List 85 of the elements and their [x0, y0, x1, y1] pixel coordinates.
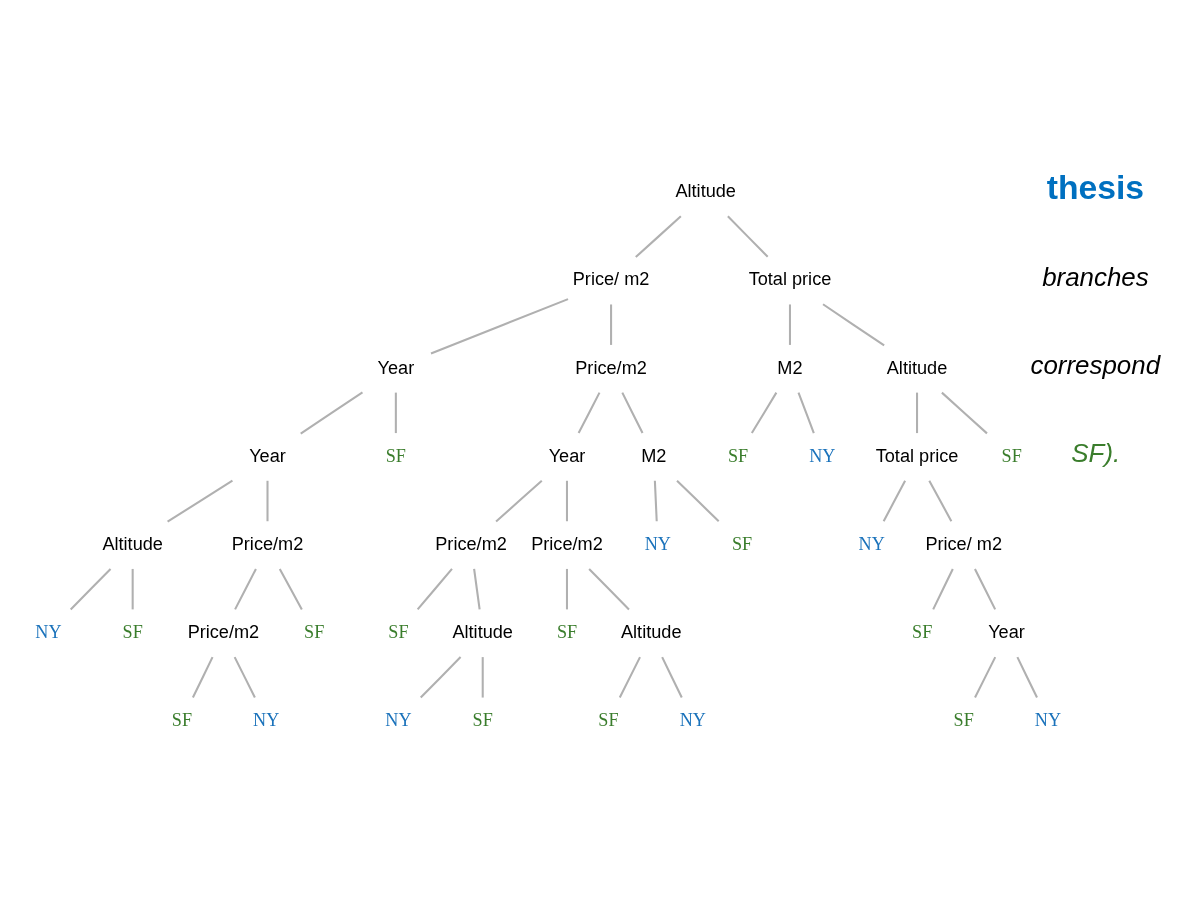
- node-text: SF: [556, 622, 578, 643]
- connector: [788, 304, 791, 345]
- connector: [1016, 656, 1038, 698]
- connector: [610, 304, 613, 345]
- connector: [750, 392, 778, 434]
- connector: [621, 392, 644, 434]
- connector: [577, 392, 601, 434]
- node-text: SF: [472, 710, 493, 731]
- node-text: Altitude: [886, 357, 948, 378]
- connector: [278, 568, 303, 610]
- connector: [676, 480, 720, 522]
- node-text: NY: [1034, 710, 1062, 731]
- connector: [430, 298, 569, 355]
- connector: [588, 568, 630, 611]
- label: thesis: [1046, 168, 1145, 207]
- node-text: Price/m2: [575, 357, 647, 378]
- node-text: Altitude: [452, 622, 513, 643]
- node-text: Price/m2: [531, 533, 603, 554]
- label: correspond: [1030, 351, 1161, 380]
- node-text: SF: [304, 622, 325, 643]
- connector: [234, 568, 257, 610]
- connector: [928, 480, 953, 522]
- label: SF).: [1071, 439, 1121, 468]
- connector: [131, 568, 134, 610]
- node-text: Price/ m2: [925, 533, 1003, 554]
- connector: [618, 656, 641, 699]
- node-text: M2: [777, 357, 803, 378]
- connector: [661, 656, 683, 698]
- connector: [69, 568, 112, 611]
- node-text: Total price: [875, 445, 959, 466]
- connector: [974, 656, 997, 699]
- connector: [565, 568, 569, 610]
- node-text: SF: [912, 622, 933, 643]
- node-text: NY: [644, 533, 671, 554]
- node-text: NY: [809, 445, 836, 466]
- node-text: NY: [858, 533, 885, 554]
- node-text: Price/m2: [435, 533, 507, 554]
- connector: [300, 391, 364, 435]
- connector: [727, 215, 769, 258]
- node-text: SF: [385, 445, 406, 466]
- node-text: NY: [35, 622, 62, 643]
- node-text: SF: [122, 622, 143, 643]
- node-text: SF: [598, 710, 619, 731]
- connector: [822, 303, 885, 347]
- node-text: SF: [953, 710, 974, 731]
- node-text: Year: [988, 622, 1025, 643]
- connector: [266, 480, 269, 522]
- connector: [473, 568, 481, 610]
- connector: [932, 568, 954, 610]
- connector: [191, 656, 214, 698]
- node-text: Year: [548, 445, 586, 466]
- node-text: Altitude: [102, 533, 163, 554]
- label: branches: [1042, 262, 1149, 291]
- node-text: Price/m2: [231, 533, 304, 554]
- connector: [495, 480, 543, 523]
- node-text: Altitude: [621, 622, 682, 643]
- node-text: SF: [171, 710, 193, 731]
- node-text: Price/m2: [187, 622, 260, 643]
- connector: [974, 568, 997, 610]
- connector: [233, 656, 256, 699]
- node-text: SF: [388, 622, 409, 643]
- connector: [420, 656, 462, 699]
- connector: [653, 480, 658, 522]
- connector: [635, 215, 682, 258]
- node-text: NY: [679, 710, 706, 731]
- node-text: Price/ m2: [572, 269, 650, 290]
- connector: [565, 480, 569, 522]
- node-text: Year: [377, 357, 415, 378]
- node-text: Total price: [748, 269, 832, 290]
- node-text: Altitude: [675, 181, 736, 202]
- node-text: M2: [641, 445, 667, 466]
- connector: [481, 657, 484, 698]
- connector: [394, 392, 397, 434]
- connector: [167, 479, 233, 523]
- connector: [797, 392, 815, 434]
- node-text: NY: [253, 710, 280, 731]
- node-text: NY: [385, 710, 412, 731]
- node-text: SF: [731, 533, 753, 554]
- node-text: Year: [249, 445, 286, 466]
- connector: [916, 392, 919, 434]
- connector: [416, 568, 453, 611]
- connector: [882, 480, 906, 522]
- node-text: SF: [1001, 445, 1022, 466]
- node-text: SF: [728, 445, 749, 466]
- connector: [941, 391, 988, 435]
